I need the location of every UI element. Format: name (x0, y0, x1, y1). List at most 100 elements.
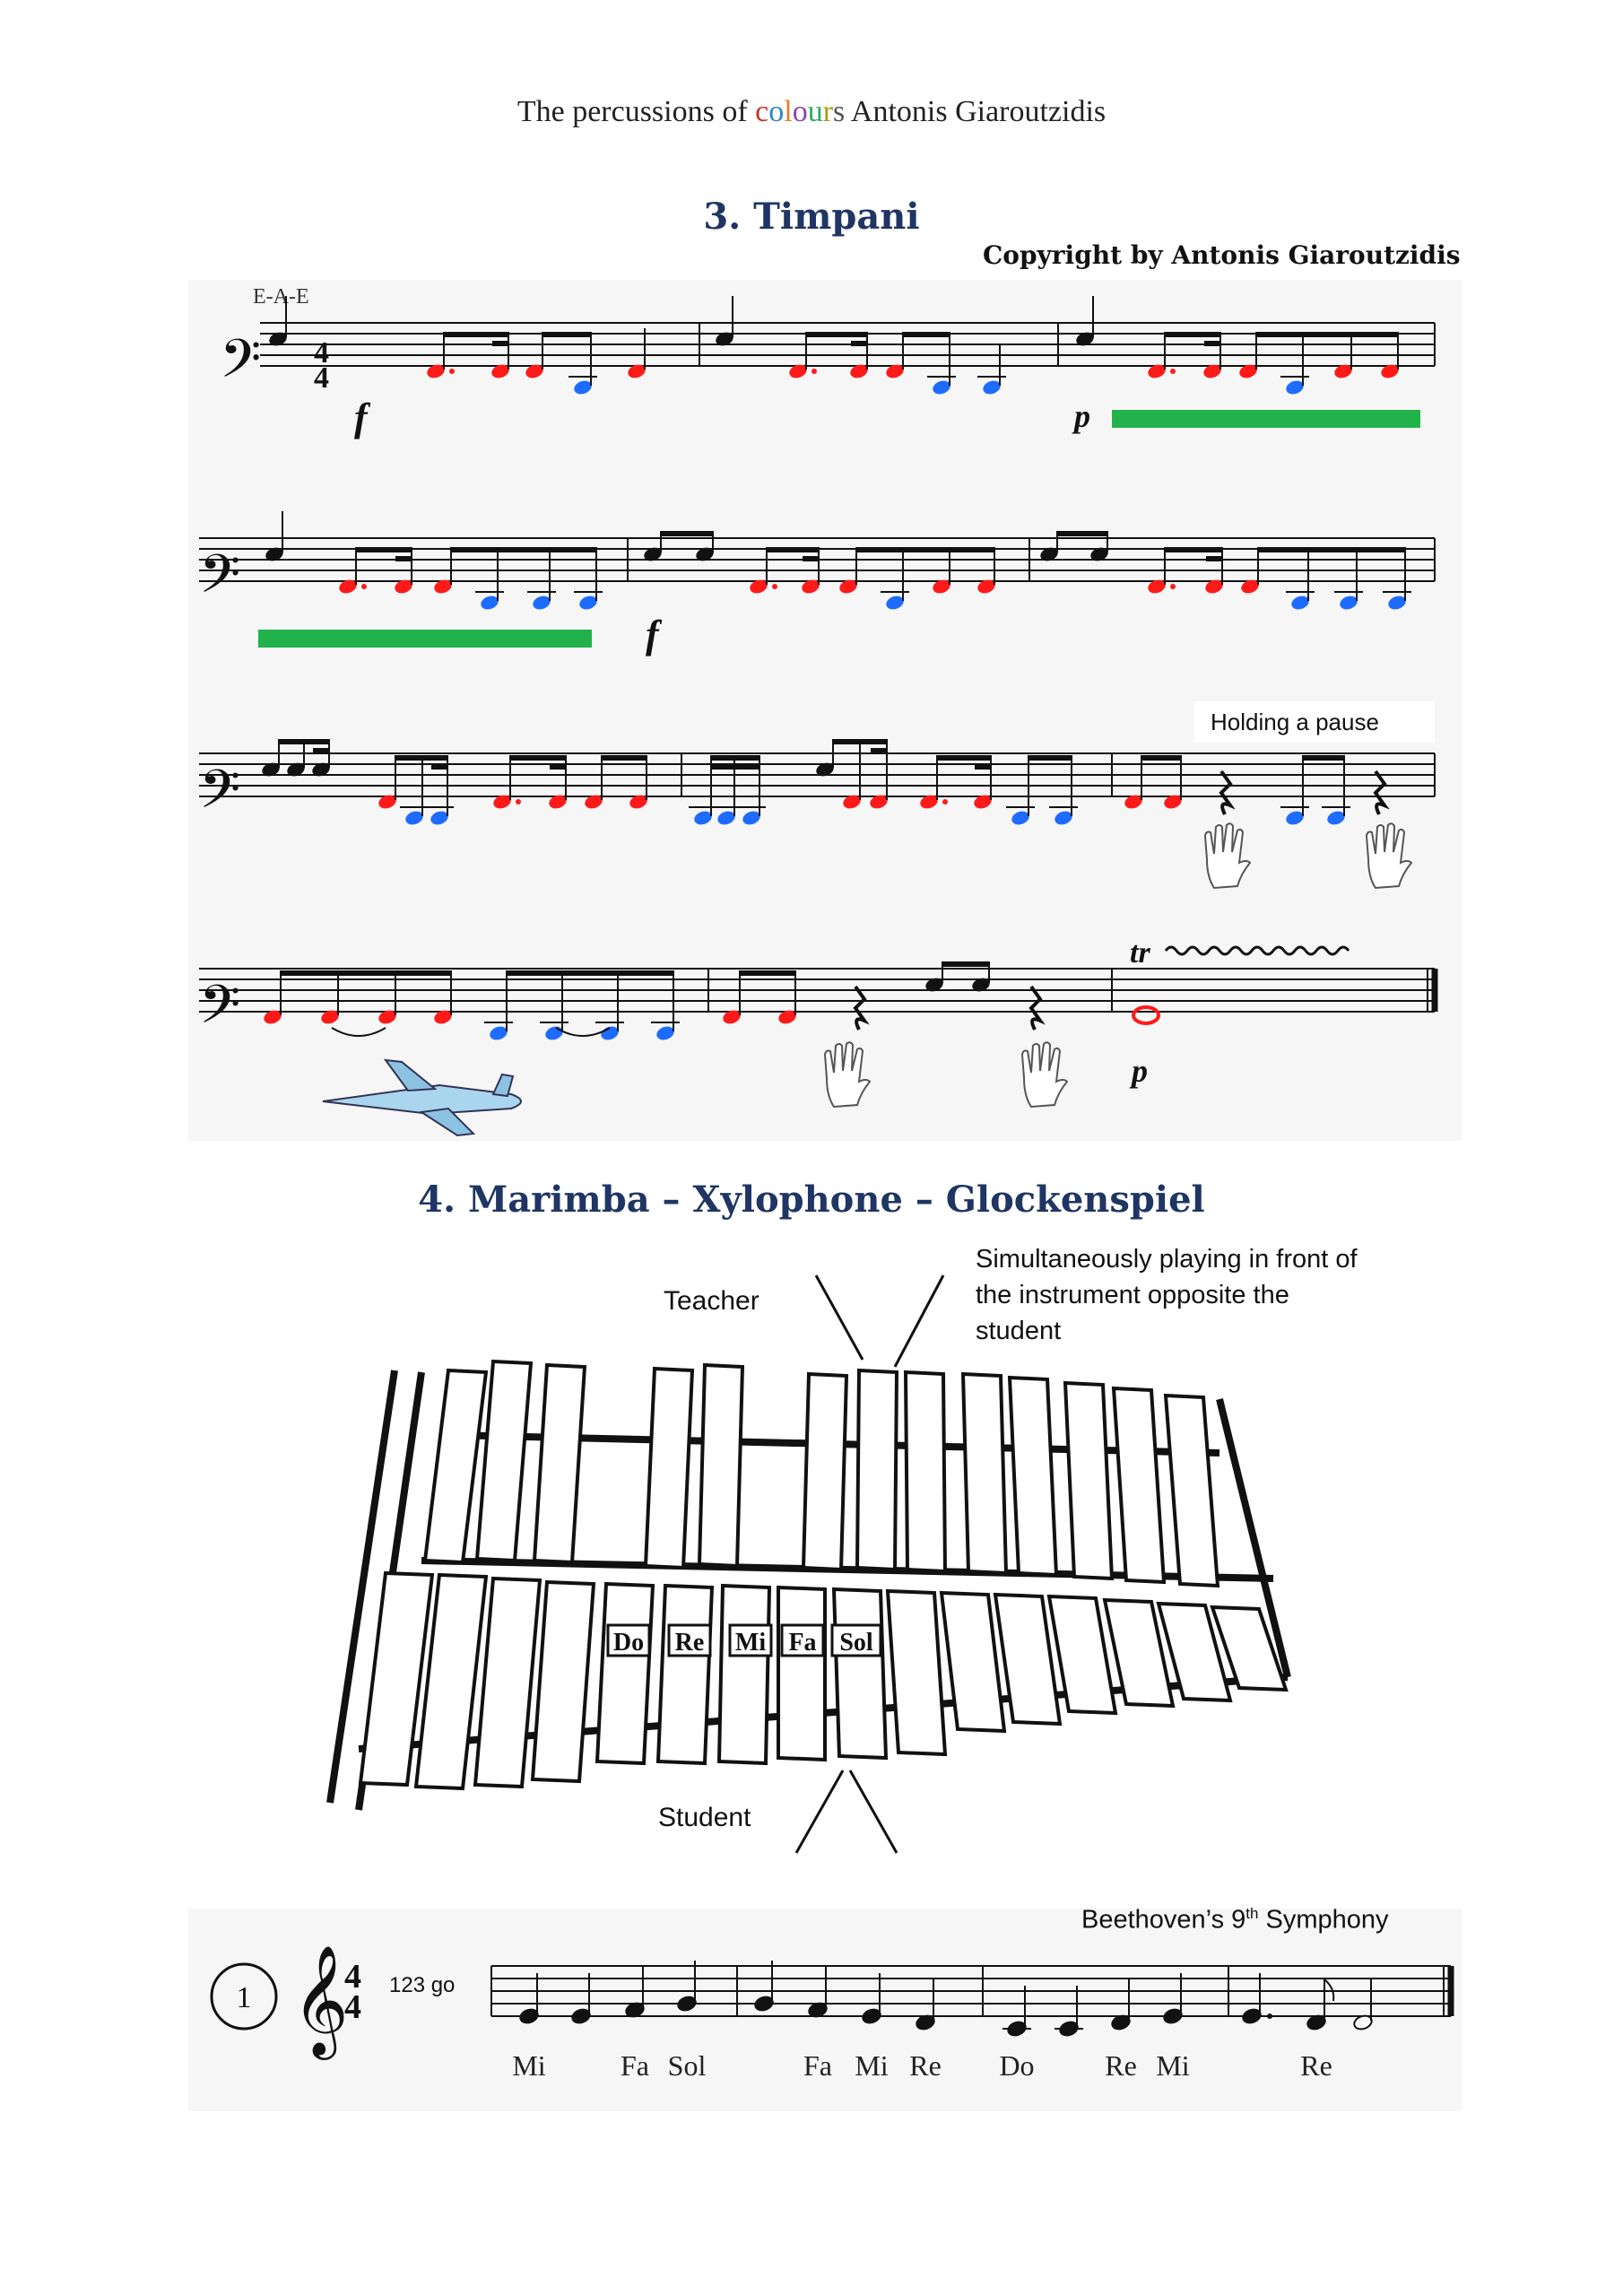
timpani-note (1006, 755, 1035, 825)
xylophone-back-bar (1007, 1375, 1059, 1578)
melody-note (625, 1967, 645, 2018)
beam (542, 332, 591, 337)
svg-text:Sol: Sol (839, 1629, 873, 1657)
timpani-note (920, 755, 948, 809)
header-text: The percussions of (516, 95, 756, 128)
beethoven-title-end: Symphony (1258, 1905, 1389, 1935)
svg-text:4: 4 (314, 336, 329, 370)
xylophone-back-bar (422, 1368, 489, 1565)
beam (510, 755, 566, 770)
melody-note (916, 1979, 935, 2031)
timpani-note (525, 332, 543, 378)
timpani-note (1164, 755, 1182, 809)
green-bar (258, 630, 592, 648)
timpani-title: 3. Timpani (703, 196, 920, 238)
melody-note (571, 1973, 591, 2024)
bass-clef-icon: 𝄢 (220, 330, 261, 402)
dynamic-f: f (646, 613, 663, 657)
page-header: The percussions of colours Antonis Giaro… (0, 95, 1623, 129)
timpani-note (1239, 332, 1257, 378)
beam (1028, 755, 1072, 761)
beam (444, 332, 508, 346)
timpani-note (651, 970, 680, 1040)
xylophone-front-bar (413, 1572, 489, 1791)
melody-note (808, 1967, 828, 2018)
beam (1165, 332, 1220, 346)
timpani-note (395, 547, 412, 594)
student-pointer-line (848, 1770, 898, 1854)
timpani-note (475, 547, 504, 610)
timpani-note (1334, 332, 1352, 378)
beam (602, 755, 647, 761)
xylophone-back-bar (903, 1370, 948, 1574)
count-in-label: 123 go (389, 1973, 456, 1997)
svg-text:4: 4 (314, 361, 329, 395)
xylophone-frame (1216, 1398, 1291, 1678)
xylophone-front-bar (885, 1588, 948, 1757)
dynamic-p: p (1072, 398, 1090, 434)
timpani-note (527, 547, 556, 610)
solfege-label: Fa (803, 2049, 832, 2082)
melody-note (519, 1973, 539, 2024)
beam (711, 755, 759, 770)
timpani-note (265, 511, 283, 561)
beam (903, 332, 950, 337)
bar-label-re: Re (667, 1623, 712, 1657)
timpani-note (977, 547, 995, 594)
timpani-note (1124, 755, 1142, 809)
colour-letter: l (784, 95, 793, 128)
beam (856, 547, 994, 552)
melody-note (1111, 1979, 1131, 2031)
bass-clef-icon: 𝄢 (199, 545, 240, 617)
colour-letter: o (792, 95, 808, 128)
timpani-note (1203, 332, 1221, 378)
timpani-note (927, 332, 956, 395)
green-bar (1112, 410, 1420, 428)
timpani-note (628, 328, 646, 378)
timpani-note (549, 755, 567, 809)
pause-note-box (1194, 701, 1435, 743)
header-author: Antonis Giaroutzidis (845, 95, 1107, 128)
xylophone-back-bar (855, 1368, 899, 1572)
melody-note (1353, 1979, 1373, 2031)
xylophone-front-bar (473, 1576, 542, 1789)
beethoven-title-sup: th (1245, 1905, 1259, 1922)
bar-label-fa: Fa (780, 1623, 825, 1657)
solfege-label: Fa (621, 2049, 649, 2082)
timpani-note (789, 332, 817, 378)
colour-letter: s (833, 95, 846, 128)
dynamic-p: p (1129, 1053, 1148, 1089)
marimba-title: 4. Marimba – Xylophone – Glockenspiel (418, 1178, 1205, 1221)
beam (767, 547, 819, 561)
timpani-note (568, 332, 597, 395)
xylophone-front-bar (1210, 1605, 1289, 1692)
timpani-note (434, 970, 452, 1024)
solfege-label: Mi (855, 2049, 888, 2082)
time-signature: 4 (344, 1988, 361, 2026)
timpani-note (1076, 296, 1094, 346)
timpani-note (1286, 547, 1315, 610)
raised-hand-icon (1365, 822, 1413, 890)
xylophone-front-bar (530, 1579, 596, 1784)
solfege-label: Mi (512, 2049, 545, 2082)
timpani-note (540, 970, 568, 1040)
xylophone-front-bar (358, 1570, 435, 1787)
xylophone-front-bar (1046, 1594, 1118, 1716)
melody-note (1306, 1979, 1335, 2031)
timpani-note (484, 970, 513, 1040)
beam (281, 970, 451, 976)
svg-text:𝄢: 𝄢 (199, 761, 240, 832)
timpani-note (321, 970, 339, 1024)
xylophone-front-bar (939, 1590, 1007, 1734)
raised-hand-icon (823, 1041, 872, 1109)
beam (1141, 755, 1181, 761)
dynamic-f: f (354, 396, 371, 439)
timpani-note (269, 296, 287, 346)
time-signature: 4 4 (314, 336, 329, 395)
solfege-label: Sol (668, 2049, 707, 2082)
melody-note (862, 1973, 881, 2024)
quarter-rest (853, 985, 870, 1031)
xylophone-back-bar (697, 1362, 745, 1569)
timpani-note (378, 755, 396, 809)
